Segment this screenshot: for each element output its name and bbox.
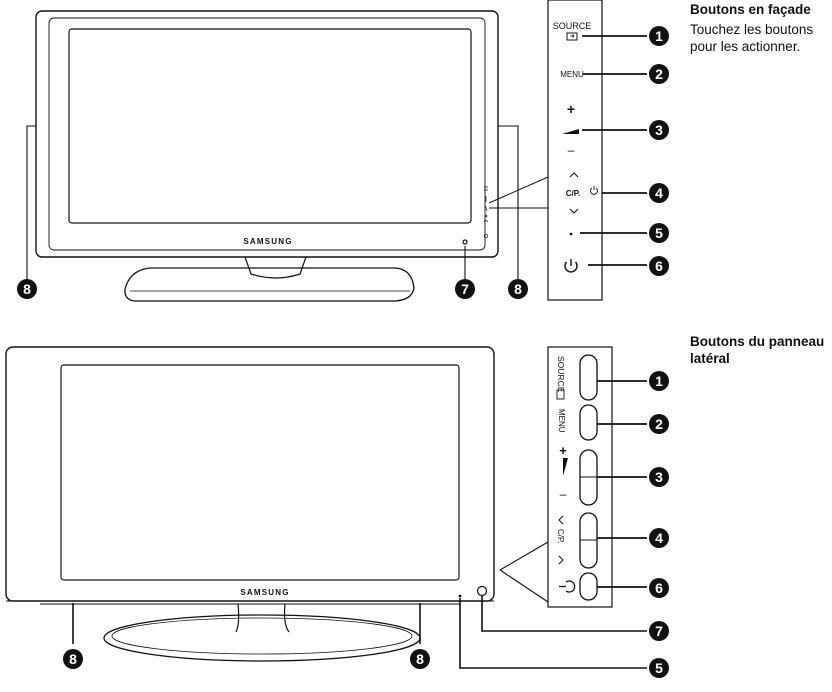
front-tv-stand-neck: [244, 256, 307, 279]
front-callout-1: 1: [655, 28, 663, 44]
front-tv-bezel-buttons: [483, 186, 489, 239]
side-callout-3: 3: [655, 469, 663, 485]
side-source-button[interactable]: [579, 354, 598, 401]
side-channel-label: C/P.: [556, 529, 565, 544]
side-callout-1-circle: [649, 371, 669, 391]
front-volume-plus: +: [567, 101, 575, 117]
front-tv-bezel: [35, 10, 499, 258]
side-tv-power-ring: [476, 585, 488, 597]
power-icon: [564, 259, 578, 273]
front-callout-7: 7: [461, 281, 469, 297]
side-buttons-heading-line2: latéral: [690, 351, 730, 366]
front-callout-8: 8: [514, 281, 522, 297]
front-callout-3-circle: [649, 120, 669, 140]
front-callout-6-circle: [649, 256, 669, 276]
side-callout-1: 1: [655, 373, 663, 389]
front-tv-screen: [68, 28, 472, 224]
side-callout-4-circle: [649, 528, 669, 548]
front-button-panel: [547, 0, 647, 301]
front-callout-2-circle: [649, 64, 669, 84]
side-tv-screen: [60, 364, 460, 581]
side-menu-label: MENU: [557, 409, 566, 433]
front-callout-5-circle: [649, 223, 669, 243]
side-volume-minus: –: [560, 487, 567, 501]
front-buttons-description: Touchez les boutons pour les actionner.: [690, 22, 814, 54]
front-callout-8: 8: [23, 281, 31, 297]
side-callout-2: 2: [655, 416, 663, 432]
front-callout-4: 4: [655, 185, 663, 201]
front-callout-6: 6: [655, 258, 663, 274]
side-callout-5: 5: [655, 660, 663, 676]
front-callout-8-circle: [17, 279, 37, 299]
side-menu-button[interactable]: [579, 404, 598, 441]
front-tv: SAMSUNG: [26, 10, 549, 302]
front-tv-inner-bezel: [48, 17, 486, 251]
side-callout-7: 7: [655, 623, 663, 639]
front-volume-minus: –: [568, 143, 575, 157]
side-callout-5-circle: [649, 658, 669, 678]
side-tv-led: [458, 594, 462, 598]
front-callout-8-circle: [508, 279, 528, 299]
side-callout-8-circle: [410, 649, 430, 669]
front-source-label: SOURCE: [553, 21, 592, 31]
side-callout-8-circle: [63, 649, 83, 669]
side-buttons-heading-line1: Boutons du panneau: [690, 334, 825, 349]
side-callout-8: 8: [69, 651, 77, 667]
chevron-up-icon: [569, 172, 579, 178]
side-button-panel: [547, 346, 647, 608]
front-tv-stand-base: [124, 267, 415, 302]
front-callout-4-circle: [649, 183, 669, 203]
front-callout-5: 5: [655, 225, 663, 241]
side-callout-4: 4: [655, 530, 663, 546]
front-tv-logo: SAMSUNG: [243, 237, 292, 246]
side-callout-8: 8: [416, 651, 424, 667]
side-callout-7-circle: [649, 621, 669, 641]
side-tv-bezel: [5, 346, 495, 602]
chevron-down-icon: [569, 208, 579, 214]
front-callout-2: 2: [655, 66, 663, 82]
front-callout-3: 3: [655, 122, 663, 138]
front-tv-sensor: [462, 239, 468, 245]
front-buttons-heading: Boutons en façade: [690, 2, 811, 17]
volume-wedge-icon: [562, 129, 579, 134]
side-power-icon: [559, 580, 576, 593]
side-callout-3-circle: [649, 467, 669, 487]
front-callout-1-circle: [649, 26, 669, 46]
front-menu-label: MENU: [560, 70, 584, 79]
side-tv-logo: SAMSUNG: [240, 588, 289, 597]
side-power-button[interactable]: [579, 572, 598, 601]
side-tv: SAMSUNG: [5, 346, 647, 669]
side-volume-plus: +: [559, 443, 567, 458]
side-callout-6: 6: [655, 580, 663, 596]
front-callout-7-circle: [455, 279, 475, 299]
side-callout-2-circle: [649, 414, 669, 434]
front-channel-label: C/P.: [566, 189, 581, 198]
side-callout-6-circle: [649, 578, 669, 598]
side-source-label: SOURCE: [556, 356, 566, 393]
